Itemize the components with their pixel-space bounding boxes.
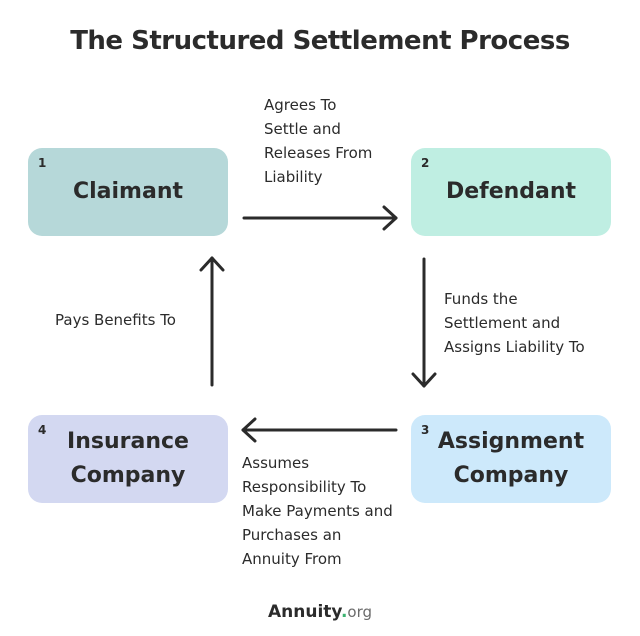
brand-logo: Annuity.org bbox=[0, 602, 640, 622]
edge-label-insurance-claimant: Pays Benefits To bbox=[55, 311, 176, 329]
brand-name: Annuity bbox=[267, 602, 341, 622]
node-label: Insurance Company bbox=[67, 428, 189, 488]
page-title: The Structured Settlement Process bbox=[70, 26, 570, 56]
node-label: Assignment Company bbox=[437, 428, 585, 488]
node-number: 2 bbox=[421, 156, 430, 170]
node-defendant: 2 Defendant bbox=[411, 148, 611, 236]
node-number: 3 bbox=[421, 423, 430, 437]
edge-label-claimant-defendant: Agrees To Settle and Releases From Liabi… bbox=[264, 96, 373, 186]
arrow-down-icon bbox=[411, 257, 437, 388]
node-claimant: 1 Claimant bbox=[28, 148, 228, 236]
brand-suffix: org bbox=[347, 603, 373, 621]
node-label: Defendant bbox=[445, 178, 577, 204]
node-number: 4 bbox=[38, 423, 47, 437]
node-number: 1 bbox=[38, 156, 47, 170]
node-insurance-company: 4 Insurance Company bbox=[28, 415, 228, 503]
arrow-left-icon bbox=[241, 417, 398, 443]
node-assignment-company: 3 Assignment Company bbox=[411, 415, 611, 503]
arrow-up-icon bbox=[199, 256, 225, 387]
edge-label-defendant-assignment: Funds the Settlement and Assigns Liabili… bbox=[444, 290, 585, 356]
arrow-right-icon bbox=[242, 205, 398, 231]
edge-label-assignment-insurance: Assumes Responsibility To Make Payments … bbox=[242, 454, 393, 568]
node-label: Claimant bbox=[72, 178, 184, 204]
brand-dot: . bbox=[340, 602, 348, 622]
